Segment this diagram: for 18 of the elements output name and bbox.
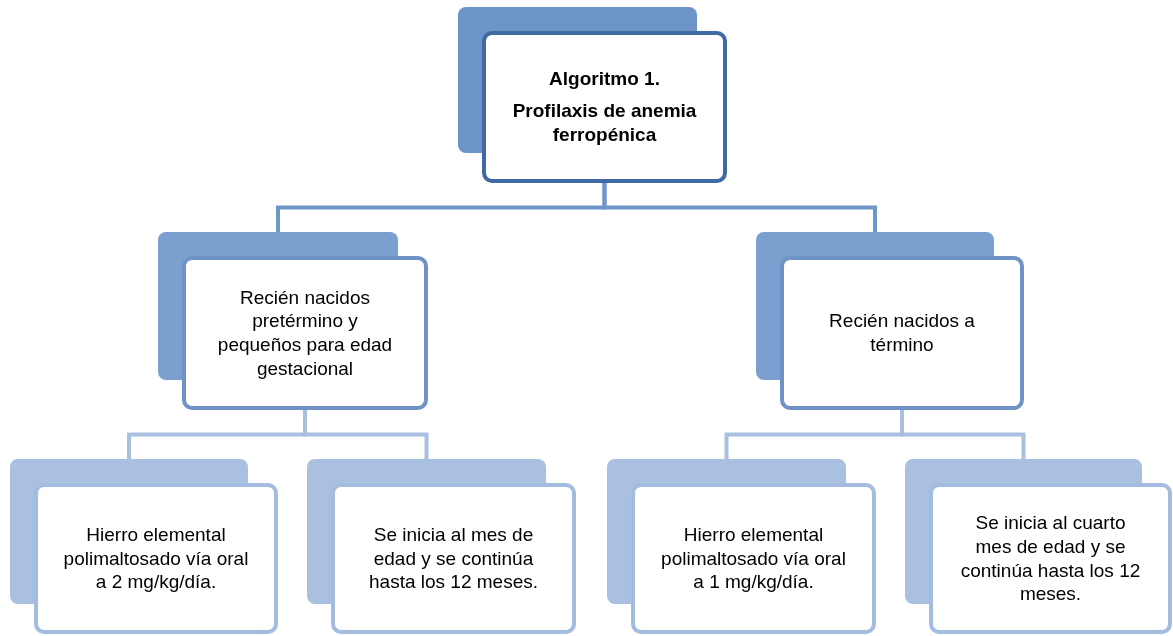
stacked-box: [10, 459, 278, 634]
stacked-box: [905, 459, 1172, 634]
box-text: Hierro elemental polimaltosado vía oral a 2 mg/kg/día.: [62, 522, 250, 595]
stacked-box: [307, 459, 576, 634]
stacked-box: [756, 232, 1024, 410]
box-text: Recién nacidos a término: [828, 309, 976, 357]
stacked-box: [607, 459, 876, 634]
stacked-box: [158, 232, 428, 410]
stacked-box: [458, 7, 727, 183]
connector-line: [303, 410, 429, 459]
box-text: Se inicia al mes de edad y se continúa hasta los 12 meses.: [368, 522, 539, 595]
box-text: Recién nacidos pretérmino y pequeños para edad gestacional: [216, 285, 394, 381]
box-heading: Algoritmo 1.: [549, 67, 660, 92]
connector-line: [900, 410, 1026, 459]
connector-line: [602, 183, 877, 232]
box-text: Profilaxis de anemia ferropénica: [511, 99, 698, 147]
box-text: Se inicia al cuarto mes de edad y se continúa hasta los 12 meses.: [959, 511, 1142, 606]
box-text: Hierro elemental polimaltosado vía oral a 1 mg/kg/día.: [660, 522, 847, 595]
